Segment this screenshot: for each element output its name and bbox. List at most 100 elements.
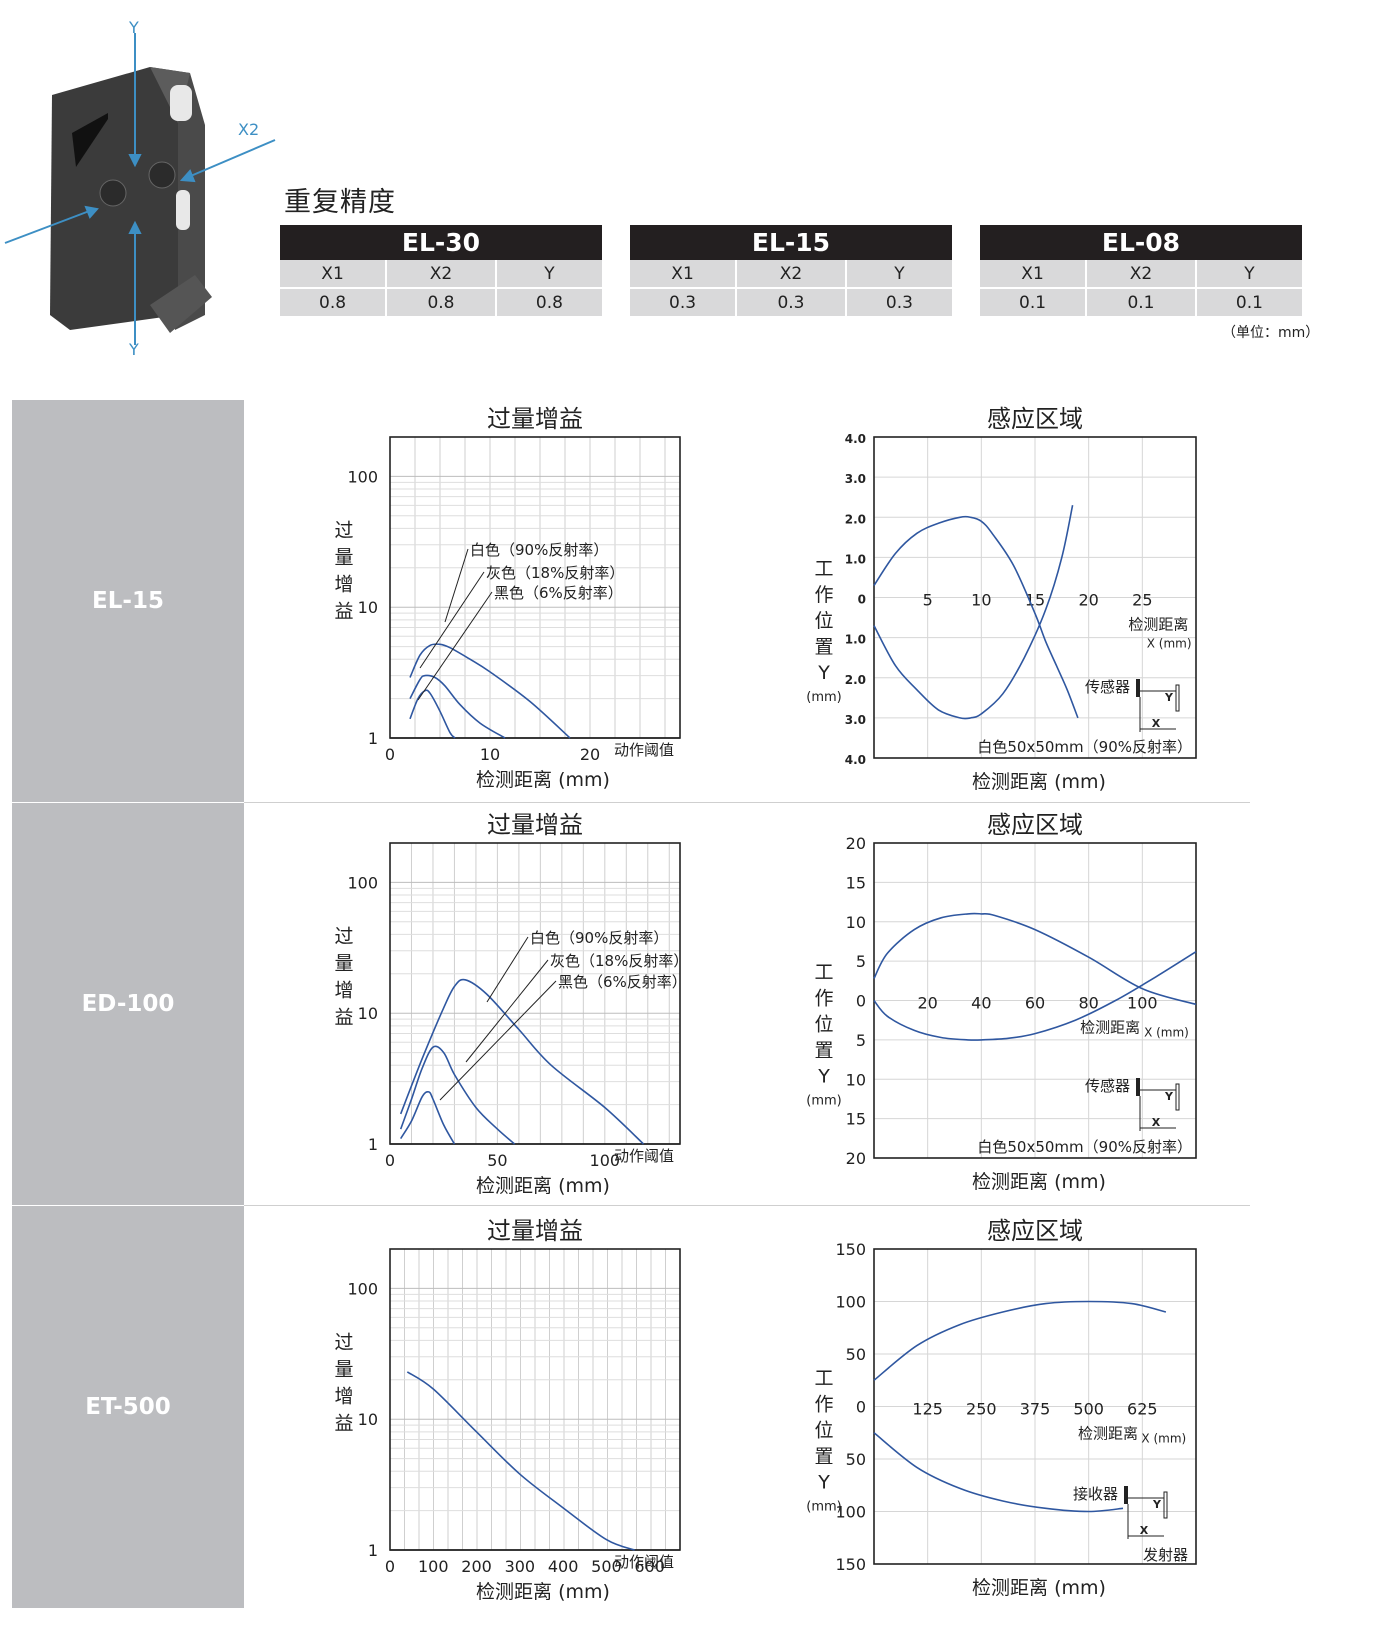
y-axis-label-char: 作 <box>814 1393 833 1415</box>
y-axis-unit: (mm) <box>806 1499 841 1514</box>
setup-device-icon <box>1136 1078 1140 1096</box>
row-divider <box>244 1205 1250 1206</box>
y-axis-unit: (mm) <box>806 1093 841 1108</box>
x-tick-label: 20 <box>917 994 937 1013</box>
row-label-ed100: ED-100 <box>12 803 244 1205</box>
y-tick-label: 20 <box>846 834 866 853</box>
setup-y-label: Y <box>1164 691 1174 704</box>
x-mm-label: X (mm) <box>1147 637 1192 651</box>
y-tick-label: 4.0 <box>845 753 866 767</box>
x-tick-label: 25 <box>1132 591 1152 610</box>
area-curve-1 <box>873 1432 1124 1513</box>
legend-entry: 白色（90%反射率） <box>530 929 668 947</box>
y-axis-label-char: 量 <box>334 546 353 568</box>
x-tick-label: 100 <box>1127 994 1158 1013</box>
area-plot-frame <box>873 436 1197 759</box>
area-plot-frame <box>873 1248 1197 1565</box>
y-tick-label: 15 <box>846 1110 866 1129</box>
legend-entry: 灰色（18%反射率） <box>550 952 688 970</box>
x-tick-label: 5 <box>923 591 933 610</box>
y-axis-label-char: Y <box>817 1065 830 1087</box>
threshold-label: 动作阈值 <box>614 1553 674 1571</box>
val-x1: 0.3 <box>630 288 738 318</box>
series-line-1 <box>409 674 506 739</box>
legend-leader-line <box>419 571 485 669</box>
y-axis-label-char: 置 <box>814 636 833 658</box>
y-axis-label-char: Y <box>817 1471 830 1493</box>
y-tick-label: 10 <box>358 1004 378 1023</box>
col-y: Y <box>495 260 602 289</box>
y-tick-label: 3.0 <box>845 713 866 727</box>
y-axis-label-char: 益 <box>334 1006 353 1028</box>
setup-y-label: Y <box>1164 1090 1174 1103</box>
val-x2: 0.8 <box>386 288 497 318</box>
x-axis-label: 检测距离 (mm) <box>476 1581 610 1603</box>
val-x2: 0.1 <box>1086 288 1197 318</box>
emitter-label: 发射器 <box>1143 1546 1188 1564</box>
legend-entry: 灰色（18%反射率） <box>486 564 624 582</box>
y-axis-label-char: 作 <box>814 987 833 1009</box>
y-axis-unit: (mm) <box>806 690 841 705</box>
x-tick-label: 20 <box>580 745 600 764</box>
distance-label: 检测距离 <box>1080 1019 1140 1037</box>
area-curve-0 <box>873 1300 1167 1381</box>
row-divider <box>244 802 1250 803</box>
x-tick-label: 300 <box>505 1557 536 1576</box>
area-curve-0 <box>873 515 1079 719</box>
axis-x2-label: X2 <box>238 120 259 139</box>
x-axis-label: 检测距离 (mm) <box>972 1577 1106 1599</box>
x-tick-label: 15 <box>1025 591 1045 610</box>
setup-y-label: Y <box>1152 1498 1162 1511</box>
x-tick-label: 400 <box>548 1557 579 1576</box>
area-curve-1 <box>873 951 1197 1041</box>
x-tick-label: 200 <box>461 1557 492 1576</box>
y-tick-label: 5 <box>856 952 866 971</box>
y-tick-label: 10 <box>358 598 378 617</box>
series-line-0 <box>406 1371 635 1551</box>
y-axis-label-char: 过 <box>334 1331 353 1353</box>
y-tick-label: 1 <box>368 1135 378 1154</box>
series-line-2 <box>409 689 456 739</box>
y-tick-label: 10 <box>358 1410 378 1429</box>
area-chart-title: 感应区域 <box>987 811 1083 839</box>
legend-leader-line <box>486 936 529 1003</box>
x-axis-label: 检测距离 (mm) <box>972 1171 1106 1193</box>
y-tick-label: 100 <box>835 1293 866 1312</box>
col-x1: X1 <box>630 260 738 289</box>
sensor-illustration: Y Y X2 <box>4 18 276 359</box>
y-tick-label: 2.0 <box>845 673 866 687</box>
setup-x-label: X <box>1152 1116 1161 1129</box>
x-tick-label: 500 <box>591 1557 622 1576</box>
col-y: Y <box>1195 260 1302 289</box>
setup-device-icon <box>1124 1486 1128 1504</box>
val-x1: 0.1 <box>980 288 1088 318</box>
val-x1: 0.8 <box>280 288 388 318</box>
distance-label: 检测距离 <box>1078 1425 1138 1443</box>
y-axis-label-char: 量 <box>334 952 353 974</box>
val-y: 0.8 <box>495 288 602 318</box>
y-axis-label-char: 过 <box>334 925 353 947</box>
target-note: 白色50x50mm（90%反射率） <box>977 738 1192 756</box>
x-tick-label: 80 <box>1078 994 1098 1013</box>
y-tick-label: 100 <box>347 1279 378 1298</box>
x-tick-label: 50 <box>487 1151 507 1170</box>
y-tick-label: 1.0 <box>845 633 866 647</box>
setup-target-icon <box>1163 1491 1168 1519</box>
col-x2: X2 <box>386 260 497 289</box>
setup-device-label: 传感器 <box>1085 1077 1130 1095</box>
y-axis-label-char: 工 <box>814 1367 833 1389</box>
x-tick-label: 100 <box>590 1151 621 1170</box>
x-tick-label: 600 <box>634 1557 665 1576</box>
y-axis-label-char: 置 <box>814 1445 833 1467</box>
x-tick-label: 500 <box>1073 1400 1104 1419</box>
x-tick-label: 0 <box>385 1557 395 1576</box>
y-axis-label-char: 工 <box>814 558 833 580</box>
y-tick-label: 2.0 <box>845 512 866 526</box>
legend-leader-line <box>444 548 469 623</box>
legend-leader-line <box>439 980 557 1101</box>
y-tick-label: 10 <box>846 913 866 932</box>
y-axis-label-char: 益 <box>334 1412 353 1434</box>
legend-entry: 黑色（6%反射率） <box>558 973 687 991</box>
